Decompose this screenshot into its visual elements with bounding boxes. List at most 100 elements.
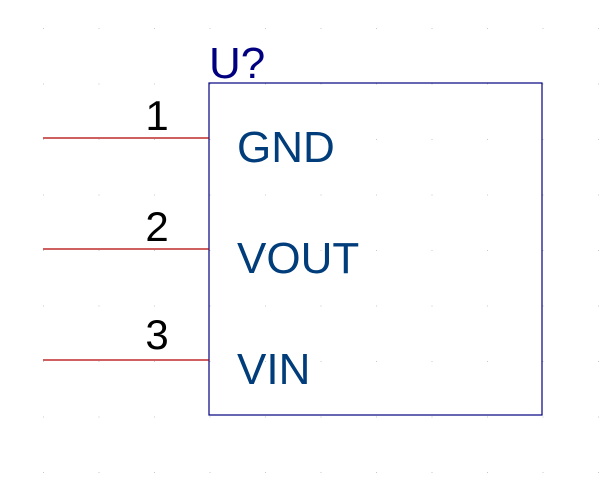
grid-dot <box>43 194 44 196</box>
pin-number: 3 <box>145 311 168 358</box>
grid-dot <box>542 416 544 418</box>
grid-dot <box>43 28 44 29</box>
grid-dot <box>320 250 322 251</box>
grid-dot <box>542 250 544 251</box>
grid-dot <box>598 250 599 251</box>
grid-dot <box>43 305 44 307</box>
pin-number: 1 <box>145 92 168 139</box>
grid-dot <box>320 28 322 29</box>
grid-dot <box>265 83 266 85</box>
grid-dot <box>320 139 322 140</box>
grid-dot <box>598 194 599 196</box>
grid-dot <box>154 83 155 85</box>
grid-dot <box>154 139 155 140</box>
grid-dot <box>43 361 44 362</box>
grid-dot <box>431 250 433 251</box>
grid-dot <box>598 472 599 473</box>
grid-dot <box>320 305 322 307</box>
grid-dot <box>43 250 44 251</box>
component-designator[interactable]: U? <box>209 39 265 88</box>
grid-dot <box>320 194 322 196</box>
grid-dot <box>376 83 377 85</box>
grid-dot <box>98 28 100 29</box>
grid-dot <box>598 28 599 29</box>
grid-dot <box>43 472 44 473</box>
grid-dot <box>320 361 322 362</box>
grid-dot <box>43 416 44 418</box>
grid-dot <box>43 139 44 140</box>
pin-name: GND <box>237 123 335 172</box>
grid-dot <box>209 305 211 307</box>
grid-dot <box>376 194 377 196</box>
grid-dot <box>598 305 599 307</box>
grid-dot <box>487 194 488 196</box>
grid-dot <box>209 361 211 362</box>
grid-dot <box>542 361 544 362</box>
grid-dot <box>209 28 211 29</box>
grid-dot <box>265 472 266 473</box>
grid-dot <box>487 28 488 29</box>
grid-dot <box>542 305 544 307</box>
grid-dot <box>98 361 100 362</box>
grid-dot <box>598 139 599 140</box>
grid-dot <box>265 416 266 418</box>
grid-dot <box>154 361 155 362</box>
grid-dot <box>209 194 211 196</box>
grid-dot <box>209 139 211 140</box>
grid-dot <box>431 305 433 307</box>
grid-dot <box>265 361 266 362</box>
grid-dot <box>98 139 100 140</box>
grid-dot <box>542 83 544 85</box>
grid-dot <box>265 250 266 251</box>
grid-dot <box>376 361 377 362</box>
grid-dot <box>265 28 266 29</box>
grid-dot <box>209 250 211 251</box>
grid-dot <box>598 83 599 85</box>
grid-dot <box>154 416 155 418</box>
grid-dot <box>431 416 433 418</box>
grid-dot <box>43 83 44 85</box>
grid-dot <box>487 361 488 362</box>
grid-dot <box>487 472 488 473</box>
grid-dot <box>376 28 377 29</box>
grid-dots <box>43 28 599 473</box>
grid-dot <box>154 250 155 251</box>
grid-dot <box>487 305 488 307</box>
pin-name: VIN <box>237 345 310 394</box>
pin-number: 2 <box>145 203 168 250</box>
pin-1[interactable]: 1 GND <box>43 92 335 172</box>
grid-dot <box>154 194 155 196</box>
grid-dot <box>265 305 266 307</box>
grid-dot <box>431 361 433 362</box>
grid-dot <box>209 472 211 473</box>
grid-dot <box>320 472 322 473</box>
grid-dot <box>209 416 211 418</box>
grid-dot <box>487 416 488 418</box>
grid-dot <box>542 28 544 29</box>
grid-dot <box>376 472 377 473</box>
grid-dot <box>376 416 377 418</box>
grid-dot <box>98 305 100 307</box>
grid-dot <box>487 139 488 140</box>
grid-dot <box>542 472 544 473</box>
grid-dot <box>598 361 599 362</box>
grid-dot <box>320 83 322 85</box>
grid-dot <box>98 472 100 473</box>
grid-dot <box>376 139 377 140</box>
grid-dot <box>431 83 433 85</box>
grid-dot <box>265 194 266 196</box>
grid-dot <box>431 194 433 196</box>
grid-dot <box>154 472 155 473</box>
grid-dot <box>154 305 155 307</box>
pin-3[interactable]: 3 VIN <box>43 311 310 394</box>
grid-dot <box>98 416 100 418</box>
grid-dot <box>154 28 155 29</box>
grid-dot <box>487 83 488 85</box>
grid-dot <box>209 83 211 85</box>
pin-2[interactable]: 2 VOUT <box>43 203 359 283</box>
grid-dot <box>98 194 100 196</box>
grid-dot <box>98 250 100 251</box>
pin-name: VOUT <box>237 234 359 283</box>
grid-dot <box>320 416 322 418</box>
